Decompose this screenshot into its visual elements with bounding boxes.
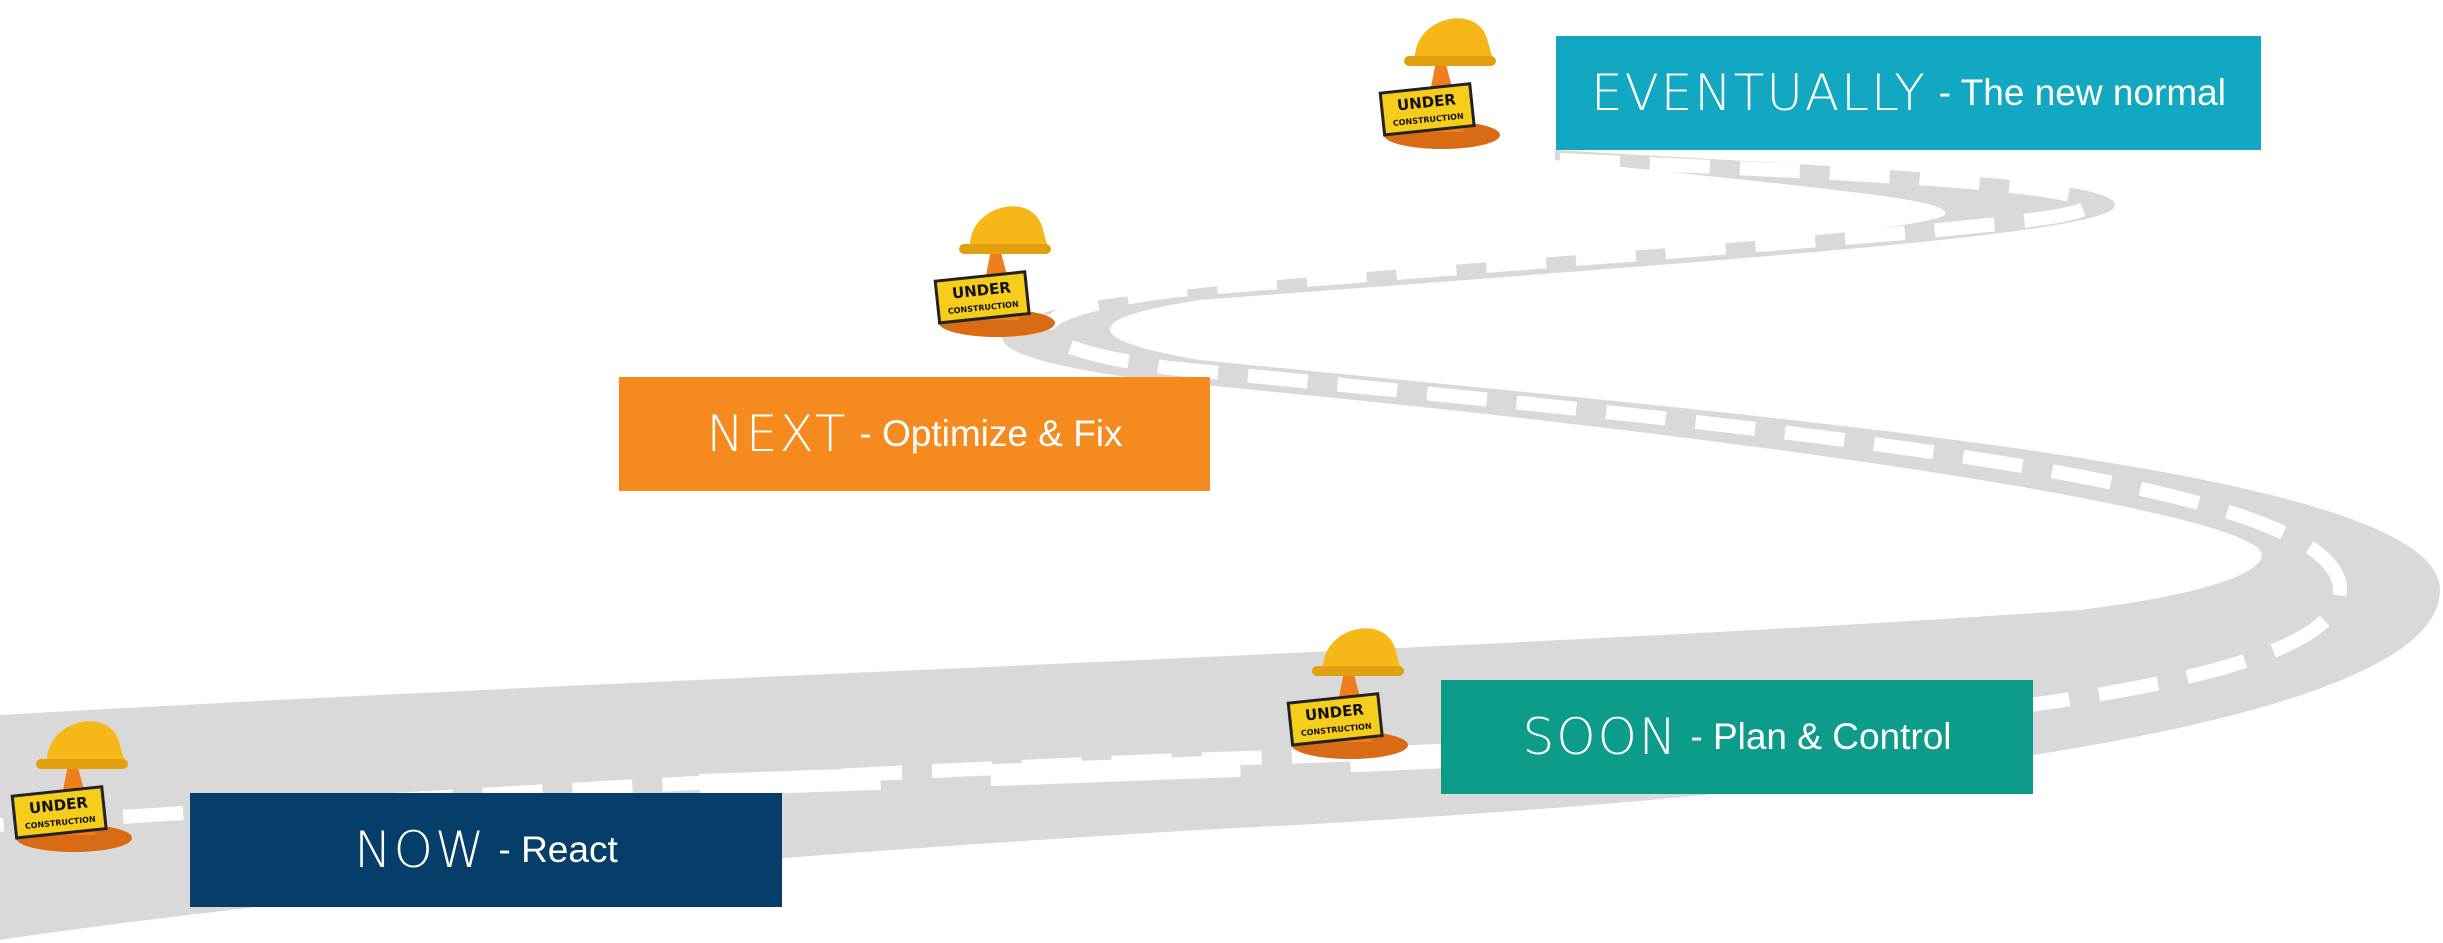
milestone-title: NEXT [706,405,848,463]
milestone-title: EVENTUALLY [1591,64,1927,122]
milestone-soon: SOON - Plan & Control [1441,680,2033,794]
milestone-next: NEXT - Optimize & Fix [619,377,1210,491]
milestone-subtitle: - The new normal [1938,72,2226,113]
under-construction-sign-icon: UNDER CONSTRUCTION [1286,628,1408,759]
under-construction-sign-icon: UNDER CONSTRUCTION [10,721,132,852]
milestone-title: NOW [354,821,487,879]
milestone-title: SOON [1522,708,1679,766]
milestone-eventually: EVENTUALLY - The new normal [1556,36,2261,150]
milestone-subtitle: - Optimize & Fix [859,413,1123,454]
milestone-now: NOW - React [190,793,782,907]
under-construction-sign-icon: UNDER CONSTRUCTION [933,206,1055,337]
milestone-subtitle: - Plan & Control [1690,716,1952,757]
milestone-subtitle: - React [498,829,618,870]
under-construction-sign-icon: UNDER CONSTRUCTION [1378,18,1500,149]
